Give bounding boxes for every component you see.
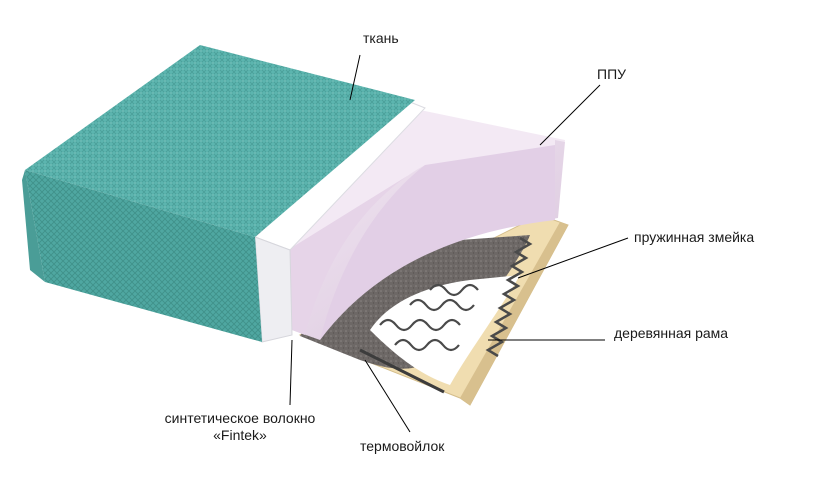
- label-fabric: ткань: [363, 30, 399, 46]
- label-spring: пружинная змейка: [634, 229, 755, 245]
- leader-spring: [517, 237, 629, 279]
- label-fiber: синтетическое волокно «Fintek»: [140, 410, 340, 444]
- leader-lines: [289, 54, 629, 433]
- label-foam: ППУ: [597, 66, 627, 82]
- label-fiber-line1: синтетическое волокно: [164, 410, 316, 426]
- label-fiber-line2: «Fintek»: [213, 427, 267, 443]
- foam-layer: [288, 110, 565, 340]
- spring-zigzag: [359, 236, 533, 394]
- leader-fiber: [289, 339, 293, 406]
- leader-felt: [364, 359, 411, 433]
- label-felt: термовойлок: [360, 438, 445, 454]
- leader-fabric: [349, 54, 361, 101]
- fabric-cover: [22, 45, 415, 342]
- label-frame: деревянная рама: [614, 325, 729, 341]
- leader-foam: [539, 84, 601, 146]
